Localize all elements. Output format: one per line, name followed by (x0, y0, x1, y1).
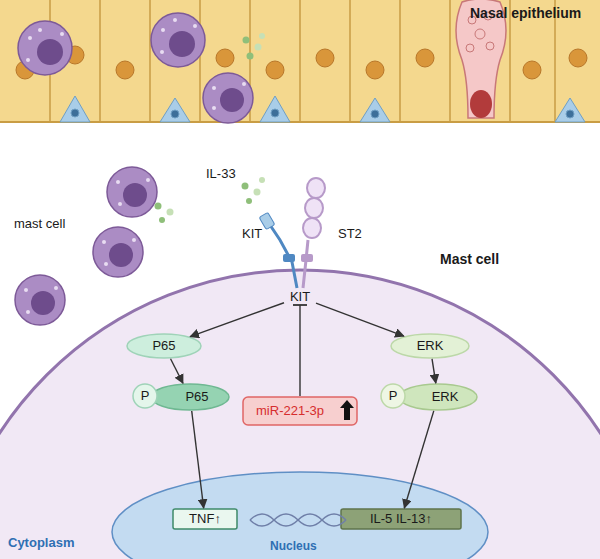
basal-cells (60, 96, 585, 122)
phospho-protein-ellipse: ERK (398, 383, 478, 411)
connector-line (316, 303, 404, 336)
arrow-connector (190, 303, 284, 337)
phosphate-circle: P (132, 383, 158, 409)
gene-box: TNF↑ (172, 508, 238, 530)
connector-line (171, 359, 183, 383)
node-text: P (141, 389, 150, 403)
node-text: P (389, 389, 398, 403)
node-text: KIT (290, 290, 310, 304)
kit-receptor (259, 212, 297, 288)
epithelium-band (0, 0, 600, 122)
arrow-connector (404, 411, 433, 508)
st2-receptor (301, 178, 325, 288)
arrow-connector (316, 303, 404, 336)
protein-ellipse: ERK (390, 333, 470, 359)
node-text: miR-221-3p (256, 404, 344, 418)
receptor-name: KIT (284, 289, 316, 305)
connector-line (404, 411, 433, 508)
inhibition-connector (293, 305, 307, 396)
epithelium-band: Nasal epithelium (0, 0, 600, 122)
upregulation-arrow (340, 400, 354, 420)
connector-line (190, 303, 284, 337)
arrow-connector (432, 359, 436, 383)
node-text: P65 (171, 390, 208, 404)
text-label: mast cell (14, 216, 65, 231)
phospho-protein-ellipse: P65 (150, 383, 230, 411)
phosphate-circle: P (380, 383, 406, 409)
dna-helix (250, 514, 346, 526)
text-label: KIT (242, 226, 262, 241)
inhibition-bar (293, 304, 307, 306)
connector-line (299, 305, 300, 396)
arrow-connector (171, 359, 183, 383)
node-text: ERK (418, 390, 459, 404)
node-text: Mast cell (440, 252, 499, 267)
node-text: IL-5 IL-13↑ (370, 512, 432, 526)
node-text: Nucleus (270, 540, 317, 553)
node-text: P65 (152, 339, 175, 353)
il33-particles (155, 33, 266, 223)
protein-ellipse: P65 (126, 333, 202, 359)
epithelial-cell-borders (0, 0, 600, 122)
mast-cell-body: Mast cellCytoplasmP65KITERKPP65PERKmiR-2… (0, 268, 600, 559)
node-text: TNF↑ (189, 512, 221, 526)
node-text: ERK (417, 339, 444, 353)
arrow-connector (192, 411, 204, 508)
mirna-box: miR-221-3p (242, 396, 358, 426)
text-label: IL-33 (206, 166, 236, 181)
node-text: Cytoplasm (8, 536, 74, 550)
connector-line (432, 359, 436, 383)
node-text: Nasal epithelium (470, 6, 581, 21)
connector-line (192, 411, 204, 508)
nucleus-ellipse: Nucleus TNF↑ IL-5 IL-13↑ (110, 470, 490, 559)
text-label: ST2 (338, 226, 362, 241)
gene-box: IL-5 IL-13↑ (340, 508, 462, 530)
